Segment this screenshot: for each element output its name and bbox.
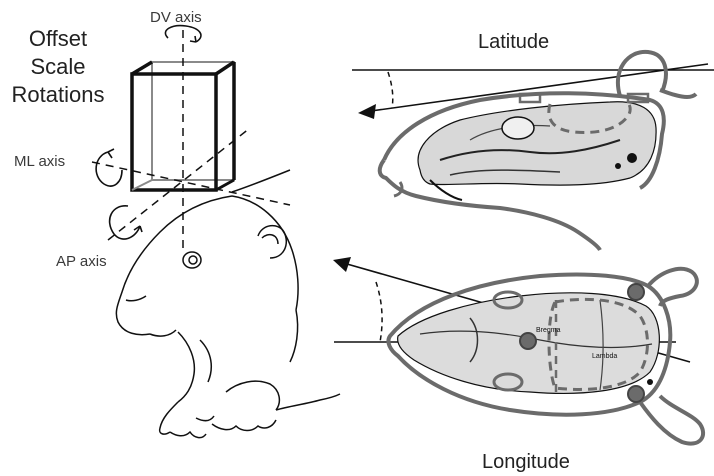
implant-marker <box>520 94 540 102</box>
implant-disc <box>628 386 644 402</box>
transform-box-group <box>92 26 290 250</box>
ear-outline <box>648 269 697 306</box>
scale-label: Scale <box>30 54 85 79</box>
offset-label: Offset <box>29 26 87 51</box>
dorsal-skull-panel <box>333 257 703 444</box>
implant-disc <box>520 333 536 349</box>
box-front-face <box>132 74 216 190</box>
ap-axis-label: AP axis <box>56 253 107 270</box>
box-edge <box>216 62 234 74</box>
arrowhead-icon <box>358 104 376 119</box>
latitude-label: Latitude <box>478 31 549 53</box>
bregma-label: Bregma <box>536 327 561 334</box>
latitude-angle-arc <box>388 72 393 108</box>
dv-axis-label: DV axis <box>150 9 202 26</box>
body-outline <box>232 170 290 192</box>
mouse-drawing <box>116 196 340 438</box>
longitude-angle-arc <box>376 282 382 342</box>
rotations-label: Rotations <box>12 82 105 107</box>
lateral-skull-panel <box>352 52 714 250</box>
arrowhead-icon <box>333 257 351 272</box>
lambda-label: Lambda <box>592 353 617 360</box>
longitude-label: Longitude <box>482 451 570 473</box>
lateral-skull <box>418 102 656 185</box>
box-back-face <box>152 62 234 180</box>
eye-socket <box>502 117 534 139</box>
box-edge <box>216 180 234 190</box>
ml-axis-label: ML axis <box>14 153 65 170</box>
ap-rotation-arrow-icon <box>110 206 142 239</box>
ml-axis-line <box>92 162 290 205</box>
ear-outline <box>640 396 703 444</box>
box-edge <box>132 62 152 74</box>
implant-disc <box>628 284 644 300</box>
ml-rotation-arrow-icon <box>96 149 122 186</box>
